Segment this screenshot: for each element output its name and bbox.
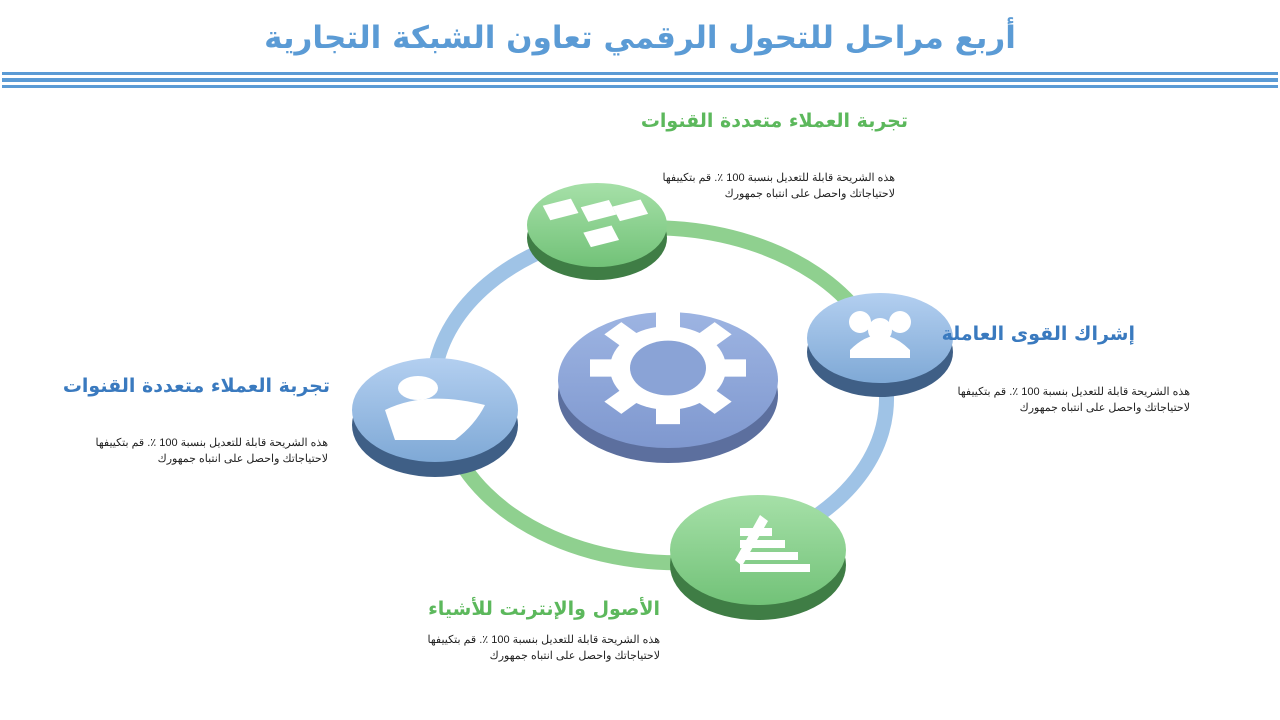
- stage-description: هذه الشريحة قابلة للتعديل بنسبة 100 ٪. ق…: [662, 172, 895, 200]
- divider: [2, 78, 1278, 82]
- stage-heading: تجربة العملاء متعددة القنوات: [640, 110, 908, 132]
- team-icon: [849, 311, 911, 358]
- gear-icon: [590, 311, 746, 425]
- node-omnichannel-left: [352, 358, 518, 477]
- stage-description: هذه الشريحة قابلة للتعديل بنسبة 100 ٪. ق…: [427, 634, 660, 662]
- businessman-icon: [385, 376, 485, 440]
- growth-chart-icon: [735, 515, 810, 572]
- stage-description: هذه الشريحة قابلة للتعديل بنسبة 100 ٪. ق…: [95, 437, 328, 465]
- center-gear-node: [558, 311, 778, 463]
- stage-heading: تجربة العملاء متعددة القنوات: [62, 375, 330, 397]
- node-assets-iot-bottom: [670, 495, 846, 620]
- divider: [2, 85, 1278, 88]
- stage-heading: الأصول والإنترنت للأشياء: [428, 598, 660, 620]
- node-omnichannel-top: [527, 183, 667, 280]
- divider: [2, 72, 1278, 75]
- node-workforce-right: [807, 293, 953, 397]
- stage-heading: إشراك القوى العاملة: [941, 323, 1135, 345]
- page-title: أربع مراحل للتحول الرقمي تعاون الشبكة ال…: [264, 20, 1016, 56]
- stage-description: هذه الشريحة قابلة للتعديل بنسبة 100 ٪. ق…: [957, 386, 1190, 414]
- flowchart-icon: [542, 198, 649, 248]
